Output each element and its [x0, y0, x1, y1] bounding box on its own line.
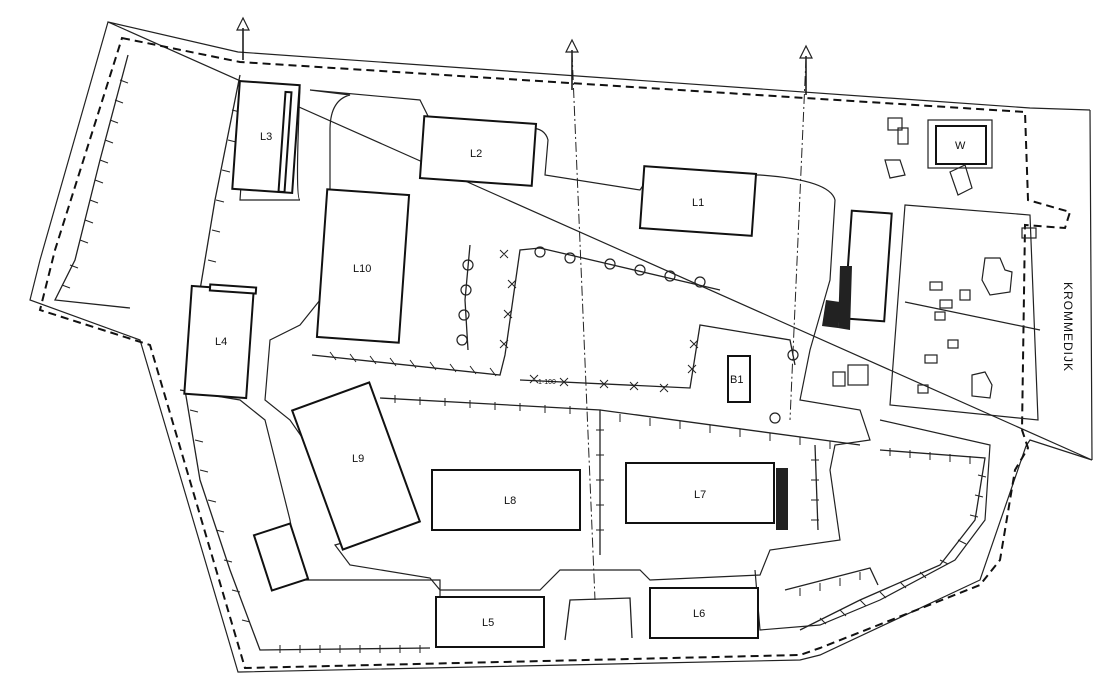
building-L8: L8 — [431, 469, 581, 531]
paving-outline — [179, 389, 441, 600]
paving-outline — [239, 84, 301, 201]
road-label: KROMMEDIJK — [1061, 282, 1075, 372]
building-L9: L9 — [290, 381, 422, 551]
building-label: L3 — [260, 131, 272, 143]
building-L4: L4 — [183, 284, 255, 400]
building-label: L8 — [504, 495, 516, 507]
building-L5: L5 — [435, 596, 545, 648]
east-plot — [889, 204, 1041, 421]
building-L10: L10 — [315, 188, 411, 344]
building-L2: L2 — [418, 115, 538, 187]
small-structures-e — [832, 364, 869, 387]
outbuilding — [277, 90, 293, 194]
building-label: L7 — [694, 489, 706, 501]
building-label: L1 — [692, 197, 704, 209]
building-L6: L6 — [649, 587, 759, 639]
north-arrow-1 — [236, 16, 250, 60]
axis-line — [571, 51, 596, 601]
building-label: W — [955, 140, 966, 152]
building-label: L9 — [352, 453, 364, 465]
building-L7: L7 — [625, 462, 788, 530]
property-boundary — [29, 21, 1093, 673]
fence-x-marks — [499, 249, 699, 393]
north-arrow-3 — [799, 44, 813, 95]
building-label: L5 — [482, 617, 494, 629]
outbuilding — [208, 283, 258, 295]
building-label: L2 — [470, 148, 482, 160]
paving-outline — [264, 89, 871, 591]
building-label: B1 — [730, 374, 743, 386]
fence-ticks — [61, 79, 987, 653]
dashed-boundary — [38, 36, 1072, 670]
building-label: L6 — [693, 608, 705, 620]
tree-row — [456, 246, 799, 424]
building-B1: B1 — [727, 355, 751, 403]
building-east-narrow — [822, 209, 893, 330]
building-W: W — [927, 119, 993, 169]
fence-west — [53, 54, 431, 651]
axis-line — [789, 57, 807, 421]
building-label: L10 — [353, 263, 371, 275]
small-structures-ne — [884, 117, 973, 196]
small-structure — [252, 522, 310, 592]
paving-outline — [754, 419, 991, 631]
building-label: L4 — [215, 336, 227, 348]
annotation-label: 1·100 — [538, 379, 556, 386]
building-L1: L1 — [638, 165, 758, 237]
